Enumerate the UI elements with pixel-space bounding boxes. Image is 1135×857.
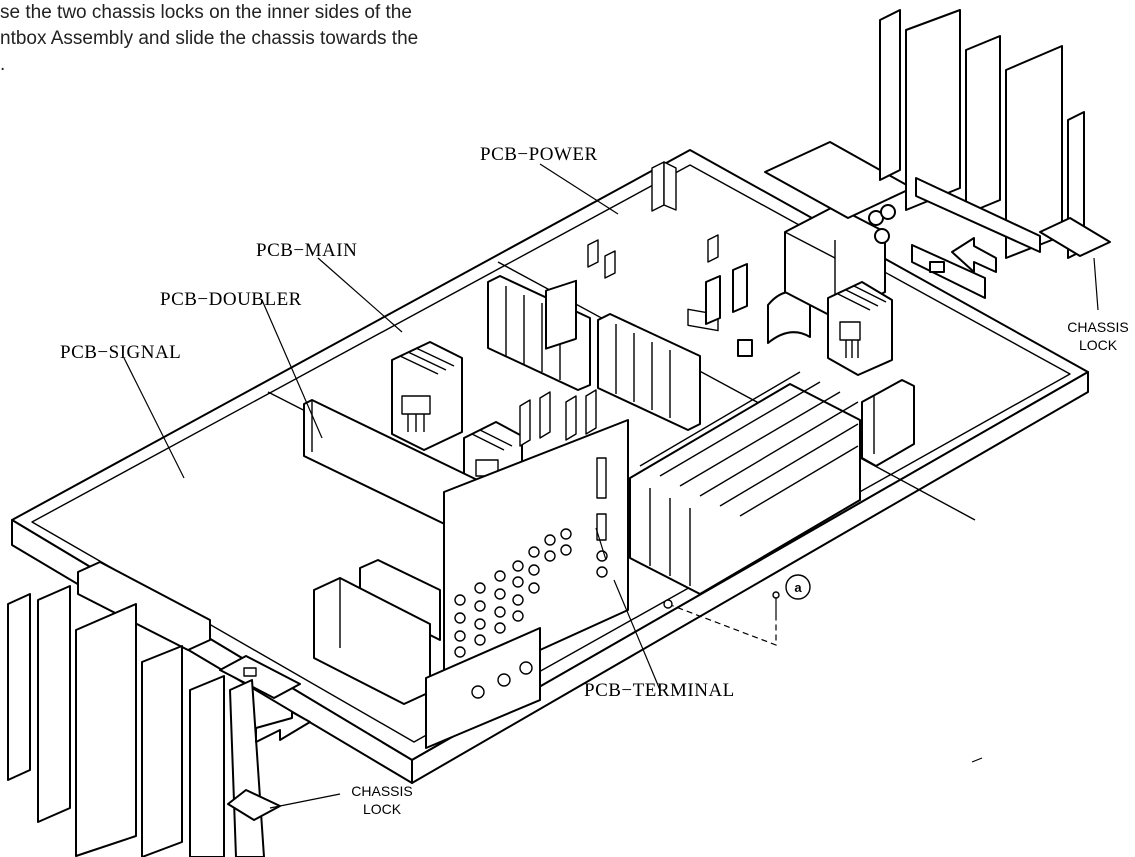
chassis-lock-left-label-1: CHASSIS <box>351 783 412 799</box>
pcb-main-label: PCB−MAIN <box>256 240 357 261</box>
screw-icon <box>772 591 780 620</box>
pcb-terminal-label: PCB−TERMINAL <box>584 680 735 701</box>
output-heatsink <box>629 371 915 595</box>
svg-text:a: a <box>794 580 802 595</box>
chassis-lock-left-label-2: LOCK <box>363 801 402 817</box>
instruction-line-1: se the two chassis locks on the inner si… <box>0 2 412 23</box>
chassis-lock-right-label-1: CHASSIS <box>1067 319 1128 335</box>
pcb-power-label: PCB−POWER <box>480 144 598 165</box>
instruction-line-3: . <box>0 54 6 75</box>
pcb-terminal-board <box>425 279 629 749</box>
pcb-main-heatsinks <box>391 275 701 503</box>
instruction-text: se the two chassis locks on the inner si… <box>0 0 600 78</box>
hollow-arrow-left-down-icon <box>951 237 997 273</box>
pcb-signal-label: PCB−SIGNAL <box>60 342 181 363</box>
hollow-arrow-right-up-icon <box>255 711 311 743</box>
side-panel-left <box>7 585 281 857</box>
instruction-line-2: ntbox Assembly and slide the chassis tow… <box>0 28 419 49</box>
pcb-doubler-label: PCB−DOUBLER <box>160 289 302 310</box>
terminal-jacks <box>454 528 608 699</box>
side-panel-right <box>879 9 1111 259</box>
screw-callout: a <box>785 574 811 600</box>
chassis-lock-right-label-2: LOCK <box>1079 337 1118 353</box>
pcb-power-components <box>587 141 986 376</box>
